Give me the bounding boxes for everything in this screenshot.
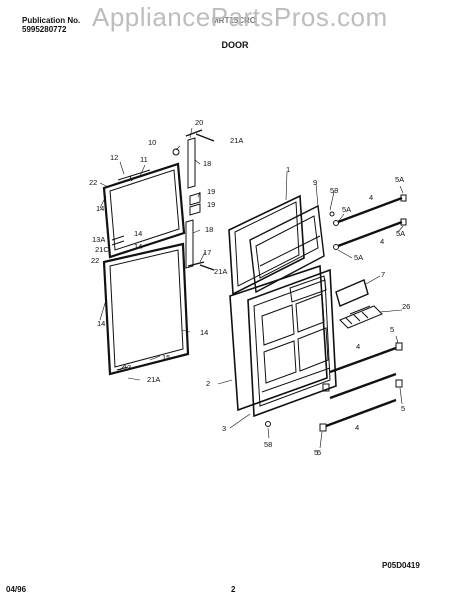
callout-14-18: 14 — [97, 319, 105, 328]
callout-4-29: 4 — [369, 193, 373, 202]
publication-number: 5995280772 — [22, 25, 67, 34]
callout-10-2: 10 — [148, 138, 156, 147]
callout-58-41: 58 — [264, 440, 272, 449]
footer-date: 04/96 — [6, 585, 27, 594]
callout-14-14: 14 — [134, 242, 142, 251]
page-number: 2 — [231, 585, 236, 594]
callout-1-23: 1 — [286, 165, 290, 174]
fresh-food-shelf-bars — [325, 346, 397, 428]
callout-5-34: 5 — [390, 325, 394, 334]
callout-4-35: 4 — [356, 342, 360, 351]
callout-2-36: 2 — [206, 379, 210, 388]
hinge-assembly — [111, 129, 215, 371]
callout-13-21: 13 — [123, 363, 131, 372]
callout-4-30: 4 — [380, 237, 384, 246]
callout-7-32: 7 — [381, 270, 385, 279]
shelf-end-caps — [265, 194, 407, 432]
callout-14-19: 14 — [200, 328, 208, 337]
callout-26-33: 26 — [402, 302, 410, 311]
freezer-shelf-bars — [337, 196, 403, 248]
callout-5-37: 5 — [401, 404, 405, 413]
callout-3-40: 3 — [222, 424, 226, 433]
callout-5a-31: 5A — [354, 253, 363, 262]
callout-15-20: 15 — [162, 353, 170, 362]
callout-21a-17: 21A — [214, 267, 227, 276]
egg-tray — [339, 305, 383, 329]
publication-label: Publication No. — [22, 16, 81, 25]
section-title: DOOR — [221, 40, 249, 50]
callout-12-3: 12 — [110, 153, 118, 162]
fresh-food-door-panel — [229, 264, 328, 412]
callout-22-6: 22 — [89, 178, 97, 187]
leader-lines — [99, 127, 404, 449]
callout-13a-11: 13A — [92, 235, 105, 244]
callout-21c-13: 21C — [95, 245, 109, 254]
freezer-door-gasket — [102, 162, 186, 259]
freezer-door-panel — [228, 194, 305, 296]
callout-20-0: 20 — [195, 118, 203, 127]
callout-9-24: 9 — [313, 178, 317, 187]
fresh-food-door-liner — [247, 268, 337, 418]
callout-22-15: 22 — [91, 256, 99, 265]
callout-19-8: 19 — [207, 200, 215, 209]
callout-17-16: 17 — [203, 248, 211, 257]
callout-19-7: 19 — [207, 187, 215, 196]
callout-5-39: 5 — [314, 448, 318, 457]
freezer-door-liner — [249, 204, 325, 294]
callout-21a-1: 21A — [230, 136, 243, 145]
fresh-food-door-gasket — [102, 242, 190, 376]
callout-14-9: 14 — [96, 204, 104, 213]
callout-18-10: 18 — [205, 225, 213, 234]
callout-5a-28: 5A — [396, 229, 405, 238]
callout-4-38: 4 — [355, 423, 359, 432]
callout-14-12: 14 — [134, 229, 142, 238]
reference-code: P05D0419 — [382, 561, 420, 570]
callout-58-25: 58 — [330, 186, 338, 195]
callout-5-42: 5 — [317, 448, 321, 457]
callout-21a-22: 21A — [147, 375, 160, 384]
callout-5a-26: 5A — [395, 175, 404, 184]
callout-5a-27: 5A — [342, 205, 351, 214]
freezer-liner-clip — [117, 169, 151, 182]
callout-11-4: 11 — [140, 155, 148, 164]
callout-18-5: 18 — [203, 159, 211, 168]
dairy-door — [335, 279, 369, 307]
watermark: AppliancePartsPros.com — [92, 2, 388, 32]
model-number: MRT15CRO — [212, 16, 257, 25]
